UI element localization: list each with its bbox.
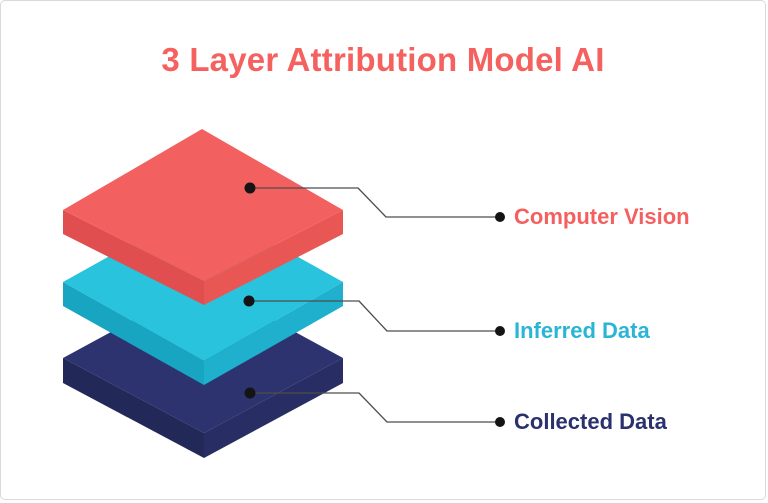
connector-dot-label [495,212,505,222]
connector-line [249,392,501,423]
layer-right-face [204,210,343,305]
connector-dot-label [495,417,505,427]
layer-left-face [63,210,204,305]
label-collected-data: Collected Data [514,409,667,434]
connector-dot-label [495,326,505,336]
layer-left-face [63,358,204,458]
connector-inferred-data [243,295,505,336]
layer-left-face [63,282,204,385]
connector-line [249,187,501,218]
diagram-title: 3 Layer Attribution Model AI [161,41,605,78]
connector-dot-layer [244,182,256,194]
connector-computer-vision [244,182,505,222]
layer-right-face [204,282,343,385]
layer-top-face [63,129,343,281]
layer-right-face [204,358,343,458]
layer-slab-computer-vision [63,129,343,305]
label-inferred-data: Inferred Data [514,318,650,343]
connector-dot-layer [244,387,256,399]
connector-collected-data [244,387,505,427]
connector-line [248,300,501,332]
connector-dot-layer [243,295,255,307]
label-computer-vision: Computer Vision [514,204,690,229]
